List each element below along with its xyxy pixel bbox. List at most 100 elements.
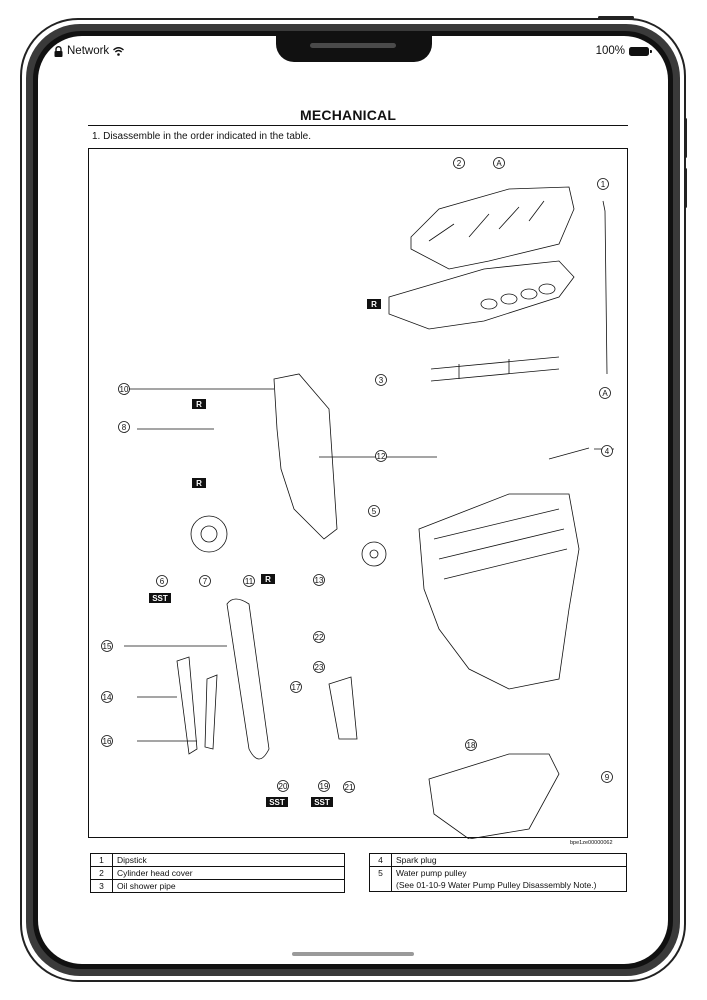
lock-icon [54,45,63,57]
water-pump-pulley-drawing [361,541,387,567]
camera-notch [276,36,432,62]
part-note: (See 01-10-9 Water Pump Pulley Disassemb… [396,880,597,890]
tag-label: R [196,479,202,488]
parts-table-left: 1 Dipstick 2 Cylinder head cover 3 Oil s… [90,853,345,893]
callout-label: 16 [103,737,112,746]
tag-box [192,399,206,409]
table-row: 4 Spark plug [369,853,627,867]
table-row: 3 Oil shower pipe [90,879,345,893]
instruction-text: 1. Disassemble in the order indicated in… [92,131,312,142]
callout-circle [493,157,505,169]
table-row: 2 Cylinder head cover [90,866,345,880]
callout-label: 4 [605,447,610,456]
tag-box [266,797,288,807]
oil-shower-pipe-drawing [430,356,560,382]
callout-label: A [602,389,608,398]
callout-label: 17 [292,683,301,692]
table-row: 1 Dipstick [90,853,345,867]
part-number: 5 [369,866,392,892]
callout-label: 6 [160,577,165,586]
part-name: Cylinder head cover [112,866,345,880]
callout-circle [597,178,609,190]
tag-box [149,593,171,603]
part-number: 1 [90,853,113,867]
callout-label: 22 [315,633,324,642]
callout-circle [453,157,465,169]
cover-gasket-drawing [388,260,575,330]
status-right: 100% [595,45,652,57]
callout-label: 10 [120,385,129,394]
battery-icon [629,46,652,56]
callout-label: 5 [372,507,377,516]
page-title: MECHANICAL [300,107,397,123]
callout-label: 12 [377,452,386,461]
callout-label: 2 [457,159,462,168]
volume-down-button[interactable] [684,168,687,208]
callout-label: 20 [279,782,288,791]
callout-label: 19 [320,782,329,791]
callout-circle [601,771,613,783]
callout-circle [343,781,355,793]
home-indicator[interactable] [292,952,414,956]
callout-label: 23 [315,663,324,672]
timing-cover-drawing [273,373,338,540]
callout-circle [118,421,130,433]
callout-label: 9 [605,773,610,782]
callout-label: 1 [601,180,606,189]
callout-circle [465,739,477,751]
timing-chain-drawing [226,598,270,760]
tag-label: R [371,300,377,309]
volume-up-button[interactable] [684,118,687,158]
part-number: 4 [369,853,392,867]
callout-circle [368,505,380,517]
tag-label: R [196,400,202,409]
callout-circle [101,735,113,747]
callout-circle [313,574,325,586]
part-name: Spark plug [391,853,627,867]
callout-label: 18 [467,741,476,750]
callout-circle [277,780,289,792]
callout-label: 3 [379,376,384,385]
callout-circle [156,575,168,587]
callout-circle [313,631,325,643]
chain-guide-drawing [176,656,218,755]
status-left: Network [54,45,125,57]
cylinder-head-cover-drawing [410,186,575,270]
callout-circle [101,640,113,652]
callout-circle [290,681,302,693]
part-name: Oil shower pipe [112,879,345,893]
callout-circle [375,450,387,462]
callout-circle [375,374,387,386]
label-tags: R R R R SST SST SST [149,299,381,807]
callout-label: 13 [315,576,324,585]
oil-pan-drawing [428,753,560,839]
screen [38,36,668,964]
tag-label: SST [152,594,168,603]
part-name-with-note: Water pump pulley (See 01-10-9 Water Pum… [391,866,627,892]
part-name: Water pump pulley [396,868,467,878]
callout-circle [601,445,613,457]
title-divider [88,125,628,126]
callout-label: 11 [245,577,254,586]
tag-label: R [265,575,271,584]
dipstick-drawing [602,200,608,375]
crankshaft-pulley-drawing [190,515,228,553]
drive-belt-drawing [328,676,358,740]
part-number: 2 [90,866,113,880]
callout-circle [101,691,113,703]
battery-percent: 100% [595,45,625,57]
speaker-grille [310,43,396,48]
network-label: Network [67,45,110,57]
part-name: Dipstick [112,853,345,867]
callout-label: 8 [122,423,127,432]
tag-label: SST [269,798,285,807]
top-button[interactable] [598,16,634,19]
figure-id: bpe1ze00000062 [570,840,613,846]
callout-circle [243,575,255,587]
table-row: 5 Water pump pulley (See 01-10-9 Water P… [369,866,627,892]
callout-circle [318,780,330,792]
callout-label: 7 [203,577,208,586]
tag-label: SST [314,798,330,807]
